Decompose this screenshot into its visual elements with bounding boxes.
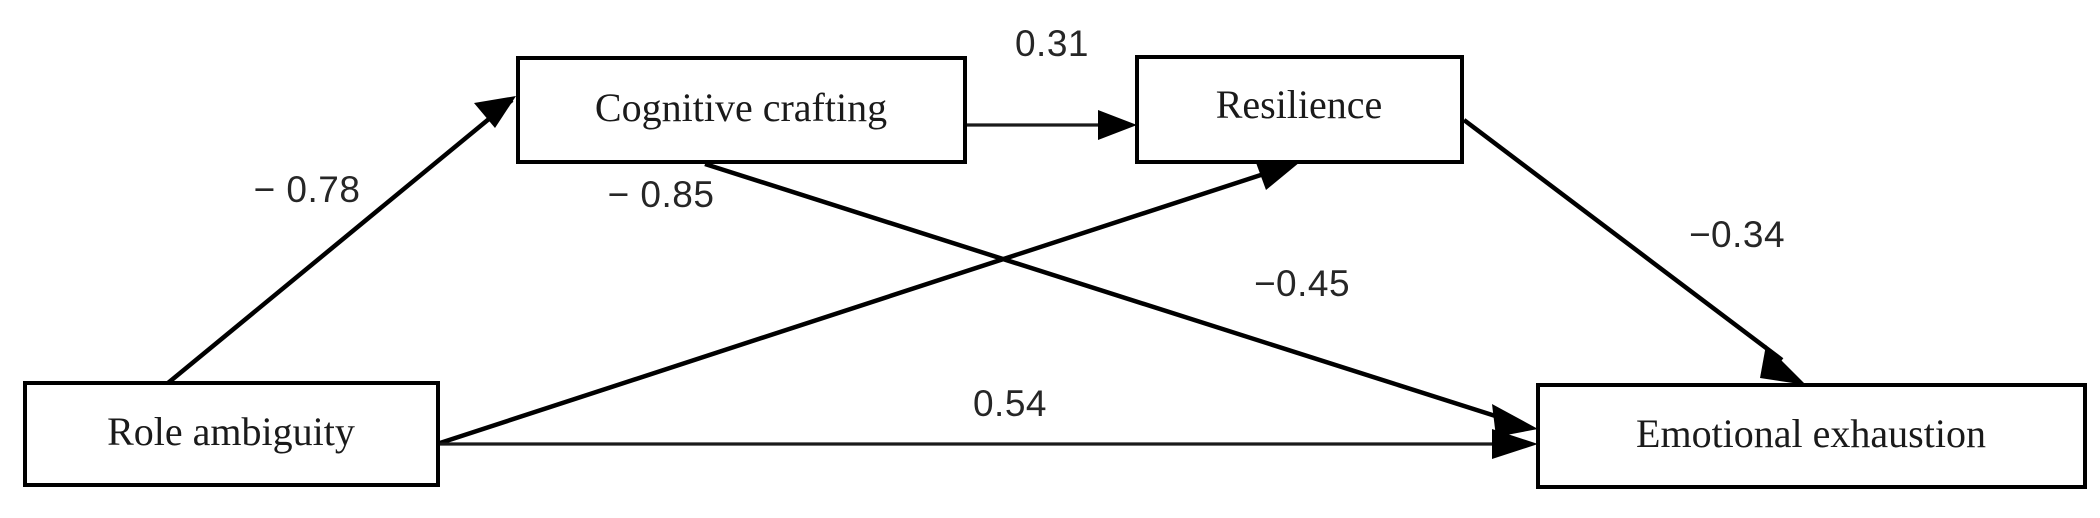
node-label: Role ambiguity bbox=[107, 409, 355, 454]
coefficient-label-cognitive-crafting-resilience: 0.31 bbox=[1015, 23, 1089, 64]
arrow-head-icon bbox=[1760, 345, 1806, 385]
node-cognitive-crafting[interactable]: Cognitive crafting bbox=[516, 56, 967, 164]
edge-resilience-to-emotional-exhaustion bbox=[1462, 118, 1806, 385]
node-box bbox=[23, 381, 440, 487]
node-role-ambiguity[interactable]: Role ambiguity bbox=[23, 381, 440, 487]
edge-line bbox=[439, 169, 1271, 446]
coefficient-label-resilience-emotional-exhaustion: −0.34 bbox=[1689, 214, 1785, 255]
edge-line bbox=[704, 161, 1509, 423]
edge-cognitive-crafting-to-emotional-exhaustion bbox=[704, 161, 1538, 437]
edge-role-ambiguity-to-emotional-exhaustion bbox=[440, 429, 1538, 459]
arrow-head-icon bbox=[474, 96, 516, 128]
coefficient-label-role-ambiguity-resilience: −0.45 bbox=[1254, 263, 1350, 304]
node-box bbox=[1536, 383, 2087, 489]
edge-role-ambiguity-to-resilience bbox=[439, 160, 1300, 446]
node-label: Emotional exhaustion bbox=[1636, 411, 1986, 456]
node-label: Cognitive crafting bbox=[595, 85, 887, 130]
edge-line bbox=[1462, 118, 1784, 362]
edge-cognitive-crafting-to-resilience bbox=[967, 110, 1137, 140]
edge-role-ambiguity-to-cognitive-crafting bbox=[166, 96, 516, 385]
node-box bbox=[1135, 55, 1464, 164]
arrow-head-icon bbox=[1098, 110, 1137, 140]
node-emotional-exhaustion[interactable]: Emotional exhaustion bbox=[1536, 383, 2087, 489]
coefficient-label-cognitive-crafting-emotional-exhaustion: − 0.85 bbox=[608, 174, 715, 215]
coefficient-label-role-ambiguity-emotional-exhaustion: 0.54 bbox=[973, 383, 1047, 424]
coefficient-label-role-ambiguity-cognitive-crafting: − 0.78 bbox=[254, 169, 361, 210]
node-box bbox=[516, 56, 967, 164]
node-label: Resilience bbox=[1216, 82, 1383, 127]
node-resilience[interactable]: Resilience bbox=[1135, 55, 1464, 164]
arrow-head-icon bbox=[1492, 429, 1538, 459]
arrow-head-icon bbox=[1492, 404, 1538, 437]
edge-line bbox=[166, 98, 514, 385]
arrow-head-icon bbox=[1255, 160, 1300, 190]
